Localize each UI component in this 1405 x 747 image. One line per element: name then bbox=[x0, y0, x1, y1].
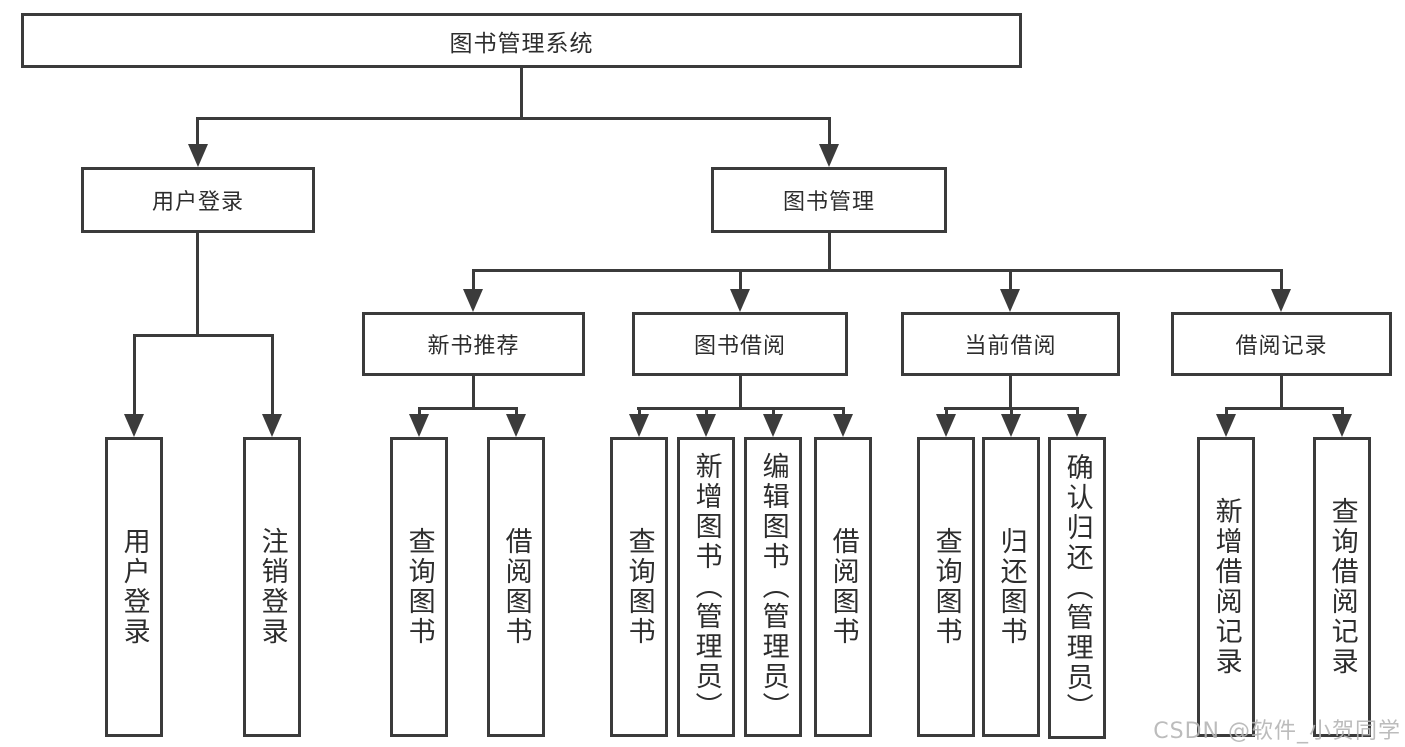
connector-new-book-stem bbox=[472, 373, 475, 410]
connector-drop-g3c2 bbox=[705, 407, 708, 416]
arrowhead-user-login bbox=[188, 144, 208, 167]
connector-drop-g3c3 bbox=[772, 407, 775, 416]
connector-root-stem bbox=[520, 68, 523, 118]
node-borrowing-records-label: 借阅记录 bbox=[1235, 334, 1328, 359]
node-user-login-branch-label: 用户登录 bbox=[151, 190, 244, 215]
connector-drop-g3c1 bbox=[638, 407, 641, 416]
connector-drop-book-management bbox=[828, 117, 831, 145]
node-book-borrowing-label: 图书借阅 bbox=[693, 334, 786, 359]
connector-drop-g2c2 bbox=[515, 407, 518, 416]
arrowhead-g3c1 bbox=[629, 414, 649, 437]
connector-current-borrowing-stem bbox=[1009, 374, 1012, 410]
node-user-login-branch: 用户登录 bbox=[81, 167, 315, 233]
node-book-borrowing: 图书借阅 bbox=[632, 312, 848, 376]
arrowhead-new-book bbox=[463, 289, 483, 312]
connector-drop-g5c2 bbox=[1341, 407, 1344, 416]
node-query-books-current-label: 查询图书 bbox=[930, 527, 962, 647]
node-book-management: 图书管理 bbox=[711, 167, 947, 233]
connector-drop-g4c1 bbox=[945, 407, 948, 416]
connector-drop-g2c1 bbox=[418, 407, 421, 416]
node-logout-label: 注销登录 bbox=[256, 527, 288, 647]
node-edit-book-admin: 编辑图书（管理员） bbox=[744, 437, 802, 737]
arrowhead-user-login-leaf bbox=[124, 414, 144, 437]
node-confirm-return-admin: 确认归还（管理员） bbox=[1048, 437, 1106, 739]
arrowhead-g4c2 bbox=[1001, 414, 1021, 437]
connector-drop-logout bbox=[271, 334, 274, 415]
node-query-borrow-record: 查询借阅记录 bbox=[1313, 437, 1371, 737]
connector-drop-new-book bbox=[472, 269, 475, 290]
node-root: 图书管理系统 bbox=[21, 13, 1022, 68]
arrowhead-g3c3 bbox=[763, 414, 783, 437]
node-query-books-recommend-label: 查询图书 bbox=[403, 527, 435, 647]
node-root-label: 图书管理系统 bbox=[449, 30, 594, 57]
node-query-books-recommend: 查询图书 bbox=[390, 437, 448, 737]
node-logout: 注销登录 bbox=[243, 437, 301, 737]
node-user-login-leaf: 用户登录 bbox=[105, 437, 163, 737]
node-borrow-books-recommend: 借阅图书 bbox=[487, 437, 545, 737]
csdn-watermark: CSDN @软件_小贺同学 bbox=[1153, 719, 1401, 744]
connector-level2-bar bbox=[196, 117, 830, 120]
arrowhead-g2c2 bbox=[506, 414, 526, 437]
connector-drop-g4c3 bbox=[1076, 407, 1079, 416]
node-borrow-books-recommend-label: 借阅图书 bbox=[500, 527, 532, 647]
arrowhead-g5c1 bbox=[1216, 414, 1236, 437]
connector-drop-book-borrowing bbox=[739, 269, 742, 290]
connector-drop-user-login bbox=[196, 117, 199, 145]
node-current-borrowing-label: 当前借阅 bbox=[964, 334, 1057, 359]
connector-drop-g5c1 bbox=[1225, 407, 1228, 416]
node-confirm-return-admin-label: 确认归还（管理员） bbox=[1061, 453, 1093, 723]
node-add-borrow-record-label: 新增借阅记录 bbox=[1210, 497, 1242, 677]
node-query-books-borrowing: 查询图书 bbox=[610, 437, 668, 737]
connector-drop-g4c2 bbox=[1010, 407, 1013, 416]
connector-drop-borrowing-records bbox=[1280, 269, 1283, 290]
connector-book-borrowing-bar bbox=[637, 407, 844, 410]
node-user-login-leaf-label: 用户登录 bbox=[118, 527, 150, 647]
connector-user-login-stem bbox=[196, 231, 199, 336]
arrowhead-g4c1 bbox=[936, 414, 956, 437]
node-return-books: 归还图书 bbox=[982, 437, 1040, 737]
node-add-book-admin-label: 新增图书（管理员） bbox=[690, 452, 722, 722]
arrowhead-g5c2 bbox=[1332, 414, 1352, 437]
node-query-books-current: 查询图书 bbox=[917, 437, 975, 737]
node-new-book-recommend: 新书推荐 bbox=[362, 312, 585, 376]
node-edit-book-admin-label: 编辑图书（管理员） bbox=[757, 452, 789, 722]
connector-book-management-stem bbox=[828, 232, 831, 272]
arrowhead-g3c2 bbox=[696, 414, 716, 437]
node-add-book-admin: 新增图书（管理员） bbox=[677, 437, 735, 737]
node-query-books-borrowing-label: 查询图书 bbox=[623, 527, 655, 647]
connector-new-book-bar bbox=[418, 407, 518, 410]
connector-user-login-bar bbox=[133, 334, 274, 337]
connector-borrowing-records-bar bbox=[1225, 407, 1344, 410]
node-borrowing-records: 借阅记录 bbox=[1171, 312, 1392, 376]
arrowhead-borrowing-records bbox=[1271, 289, 1291, 312]
node-query-borrow-record-label: 查询借阅记录 bbox=[1326, 497, 1358, 677]
arrowhead-g2c1 bbox=[409, 414, 429, 437]
node-new-book-recommend-label: 新书推荐 bbox=[427, 334, 520, 359]
connector-level3-bar bbox=[472, 269, 1283, 272]
connector-drop-user-login-leaf bbox=[133, 334, 136, 415]
arrowhead-g4c3 bbox=[1067, 414, 1087, 437]
node-book-management-label: 图书管理 bbox=[782, 190, 875, 215]
connector-drop-g3c4 bbox=[842, 407, 845, 416]
arrowhead-g3c4 bbox=[833, 414, 853, 437]
node-return-books-label: 归还图书 bbox=[995, 527, 1027, 647]
connector-drop-current-borrowing bbox=[1009, 269, 1012, 290]
connector-book-borrowing-stem bbox=[739, 374, 742, 410]
node-current-borrowing: 当前借阅 bbox=[901, 312, 1120, 376]
connector-borrowing-records-stem bbox=[1280, 374, 1283, 410]
arrowhead-logout bbox=[262, 414, 282, 437]
node-borrow-books-borrowing-label: 借阅图书 bbox=[827, 527, 859, 647]
arrowhead-book-management bbox=[819, 144, 839, 167]
arrowhead-current-borrowing bbox=[1000, 289, 1020, 312]
node-borrow-books-borrowing: 借阅图书 bbox=[814, 437, 872, 737]
node-add-borrow-record: 新增借阅记录 bbox=[1197, 437, 1255, 737]
arrowhead-book-borrowing bbox=[730, 289, 750, 312]
